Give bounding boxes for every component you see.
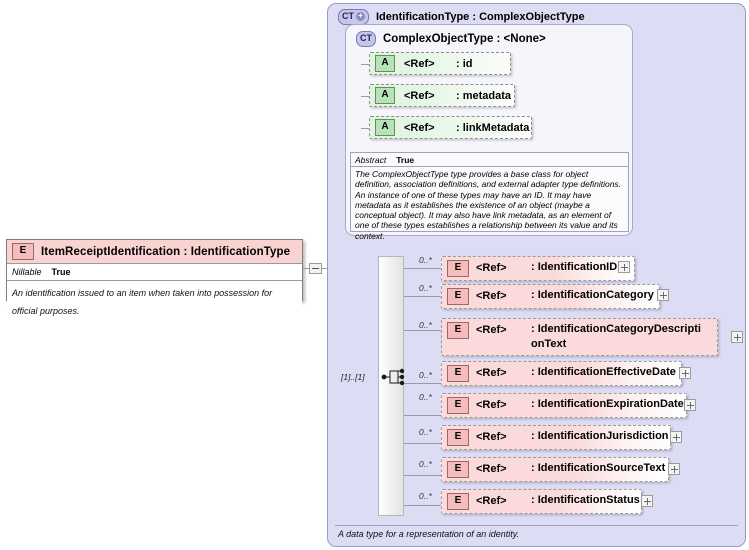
footer-divider [335, 525, 738, 526]
element-ref: <Ref> [476, 399, 507, 411]
element-expand-button[interactable] [618, 261, 630, 273]
element-connector-4 [404, 415, 442, 416]
attribute-ref: <Ref> [404, 121, 435, 134]
element-occurrence: 0..* [419, 491, 432, 501]
type-panel-title: IdentificationType : ComplexObjectType [376, 11, 585, 23]
element-occurrence: 0..* [419, 427, 432, 437]
type-panel-title-row: CT+ IdentificationType : ComplexObjectTy… [338, 9, 585, 25]
abstract-label: Abstract [355, 154, 387, 165]
type-panel-footer-documentation: A data type for a representation of an i… [338, 529, 520, 539]
nillable-label: Nillable [12, 267, 42, 277]
element-connector-6 [404, 475, 442, 476]
element-occurrence: 0..* [419, 459, 432, 469]
complex-type-expand-icon[interactable]: CT+ [338, 9, 369, 25]
element-icon: E [12, 243, 34, 260]
element-expand-button[interactable] [670, 431, 682, 443]
complex-type-icon: CT [356, 31, 376, 47]
element-occurrence: 0..* [419, 370, 432, 380]
element-name: : IdentificationID [531, 261, 618, 273]
element-row[interactable]: E <Ref> : IdentificationSourceText [441, 457, 669, 482]
inner-type-panel-title: ComplexObjectType : <None> [383, 33, 546, 45]
element-icon: E [447, 288, 469, 305]
attribute-ref: <Ref> [404, 89, 435, 102]
attr-connector-2 [361, 128, 369, 129]
element-row[interactable]: E <Ref> : IdentificationCategory [441, 284, 660, 309]
element-icon: E [447, 260, 469, 277]
element-ref: <Ref> [476, 431, 507, 443]
element-name: : IdentificationStatus [531, 494, 640, 506]
element-name: : IdentificationCategory [531, 289, 654, 301]
element-connector-5 [404, 443, 442, 444]
element-ref: <Ref> [476, 463, 507, 475]
abstract-value: True [396, 154, 415, 165]
attribute-icon: A [375, 119, 395, 136]
element-ref: <Ref> [476, 495, 507, 507]
abstract-documentation-box: Abstract True The ComplexObjectType type… [350, 152, 629, 241]
element-connector-1 [404, 296, 442, 297]
element-name: : IdentificationCategoryDescriptionText [531, 323, 701, 350]
element-row[interactable]: E <Ref> : IdentificationJurisdiction [441, 425, 671, 450]
element-expand-button[interactable] [684, 399, 696, 411]
element-connector-7 [404, 505, 442, 506]
element-icon: E [447, 461, 469, 478]
element-occurrence: 0..* [419, 283, 432, 293]
element-ref: <Ref> [476, 324, 507, 336]
attr-connector-0 [361, 64, 369, 65]
plus-icon: + [356, 12, 365, 22]
sequence-column [378, 256, 404, 516]
element-icon: E [447, 493, 469, 510]
element-expand-button[interactable] [641, 495, 653, 507]
attribute-row[interactable]: A <Ref> : metadata [369, 84, 515, 107]
element-row[interactable]: E <Ref> : IdentificationID [441, 256, 635, 281]
attribute-name: : linkMetadata [456, 121, 530, 134]
attribute-name: : metadata [456, 89, 512, 102]
element-expand-button[interactable] [731, 331, 743, 343]
element-row[interactable]: E <Ref> : IdentificationStatus [441, 489, 642, 514]
collapse-minus-icon[interactable] [309, 263, 322, 274]
element-connector-3 [404, 383, 442, 384]
element-occurrence: 0..* [419, 392, 432, 402]
element-icon: E [447, 365, 469, 382]
sequence-compositor-icon[interactable] [381, 367, 405, 387]
element-ref: <Ref> [476, 262, 507, 274]
element-name: : IdentificationSourceText [531, 462, 666, 474]
root-element-box[interactable]: E ItemReceiptIdentification : Identifica… [6, 239, 303, 319]
attribute-name: : id [456, 57, 473, 70]
attribute-icon: A [375, 55, 395, 72]
attribute-ref: <Ref> [404, 57, 435, 70]
sequence-cardinality: [1]..[1] [341, 372, 365, 382]
abstract-row: Abstract True [351, 153, 628, 167]
root-element-documentation: An identification issued to an item when… [7, 281, 302, 319]
root-element-title: ItemReceiptIdentification : Identificati… [41, 245, 291, 258]
element-connector-2 [404, 330, 442, 331]
nillable-value: True [51, 267, 71, 277]
element-expand-button[interactable] [679, 367, 691, 379]
element-row[interactable]: E <Ref> : IdentificationCategoryDescript… [441, 318, 718, 356]
element-ref: <Ref> [476, 290, 507, 302]
inner-type-panel-title-row: CT ComplexObjectType : <None> [356, 31, 546, 47]
element-name: : IdentificationJurisdiction [531, 430, 669, 442]
element-connector-0 [404, 268, 442, 269]
attribute-row[interactable]: A <Ref> : linkMetadata [369, 116, 532, 139]
attribute-row[interactable]: A <Ref> : id [369, 52, 511, 75]
attr-connector-1 [361, 96, 369, 97]
element-icon: E [447, 429, 469, 446]
element-icon: E [447, 397, 469, 414]
element-name: : IdentificationEffectiveDate [531, 366, 676, 378]
element-name: : IdentificationExpirationDate [531, 398, 684, 410]
element-expand-button[interactable] [657, 289, 669, 301]
root-element-property-row: Nillable True [7, 264, 302, 281]
element-expand-button[interactable] [668, 463, 680, 475]
element-row[interactable]: E <Ref> : IdentificationEffectiveDate [441, 361, 682, 386]
inner-type-documentation: The ComplexObjectType type provides a ba… [355, 169, 622, 241]
element-occurrence: 0..* [419, 320, 432, 330]
element-icon: E [447, 322, 469, 339]
element-occurrence: 0..* [419, 255, 432, 265]
element-row[interactable]: E <Ref> : IdentificationExpirationDate [441, 393, 687, 418]
element-ref: <Ref> [476, 367, 507, 379]
root-element-header: E ItemReceiptIdentification : Identifica… [7, 240, 302, 264]
attribute-icon: A [375, 87, 395, 104]
